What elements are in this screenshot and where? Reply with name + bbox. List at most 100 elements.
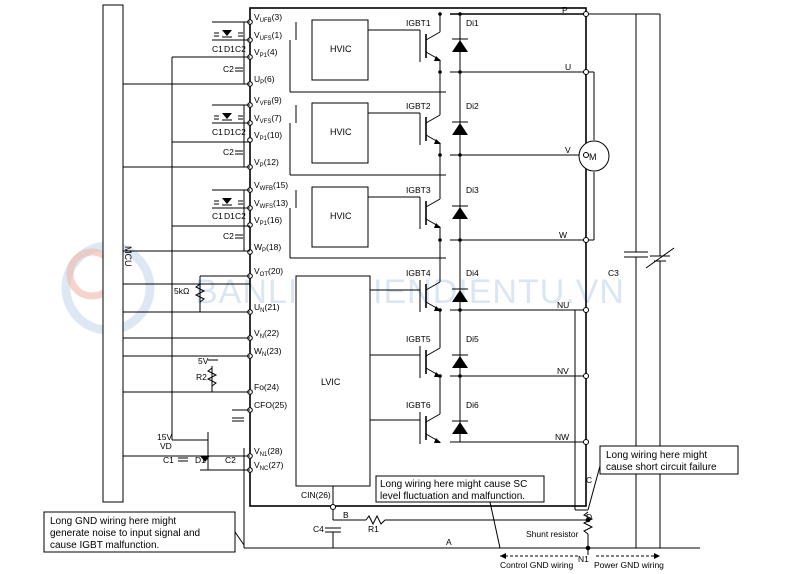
hvic-pin-labels: VUFB(3)VUFS(1)VP1(4)UP(6)VVFB(9)VVFS(7)V… — [247, 12, 288, 255]
igbt-stage-6: IGBT6 Di6 — [406, 374, 479, 444]
output-w-label: W — [559, 230, 567, 240]
pin-bs-2: VVFB(9) — [254, 95, 282, 107]
output-labels: P U V W NU NV NW — [555, 5, 571, 442]
output-nv-label: NV — [557, 366, 569, 376]
vot-fo-components: 5kΩ 5V R2 — [174, 283, 244, 422]
pin-terminal — [247, 222, 253, 228]
supply-5v-label: 5V — [198, 356, 209, 366]
igbt-label-1: IGBT1 — [406, 18, 431, 28]
pin-terminal — [247, 249, 253, 255]
motor-symbol — [578, 140, 610, 172]
diode-label-2: Di2 — [466, 101, 479, 111]
r1-label: R1 — [368, 524, 379, 534]
power-gnd-label: Power GND wiring — [594, 560, 664, 570]
output-nw-label: NW — [555, 432, 569, 442]
bootstrap-labels: C1 D1 C2 C1 D1 C2 C1 D1 C2 C2 C2 C2 — [212, 44, 246, 241]
control-gnd-label: Control GND wiring — [500, 560, 573, 570]
output-terminal-5 — [583, 307, 589, 313]
pin-p1-2: VP1(10) — [254, 130, 282, 142]
c2-label-3: C2 — [223, 231, 234, 241]
pin-lv-6: CFO(25) — [254, 400, 287, 410]
c3-label: C3 — [608, 268, 619, 278]
note-short-circuit: Long wiring here might cause short circu… — [587, 445, 739, 511]
shunt-resistor-label: Shunt resistor — [526, 529, 579, 539]
igbt-label-3: IGBT3 — [406, 185, 431, 195]
igbt-stage-4: IGBT4 Di4 — [406, 238, 479, 312]
igbt-label-6: IGBT6 — [406, 400, 431, 410]
supply-15v-area: 15V VD C1 D1 C2 — [157, 432, 236, 465]
igbt-stage-2: IGBT2 Di2 — [406, 70, 479, 155]
c1-label: C1 — [163, 455, 174, 465]
diode-label-5: Di5 — [466, 334, 479, 344]
pin-in-1: UP(6) — [254, 74, 275, 86]
igbt-label-5: IGBT5 — [406, 334, 431, 344]
output-p-label: P — [562, 5, 568, 15]
node-n1-label: N1 — [578, 554, 589, 564]
diode-label-3: Di3 — [466, 185, 479, 195]
hvic-blocks: HVIC HVIC HVIC — [311, 19, 369, 248]
pin-in-2: VP(12) — [254, 157, 279, 169]
pin-fs-2: VVFS(7) — [254, 113, 282, 125]
c2-label-1: C2 — [223, 64, 234, 74]
output-terminal-7 — [583, 439, 589, 445]
output-nu-label: NU — [557, 300, 569, 310]
bootstrap-networks — [171, 21, 250, 471]
bottom-wiring — [243, 470, 700, 555]
bootstrap-c2-label-2: C2 — [235, 127, 246, 137]
igbt-stage-5: IGBT5 Di5 — [406, 308, 479, 378]
cin-label: CIN(26) — [301, 490, 331, 500]
output-buses — [450, 13, 675, 548]
motor-label: M — [589, 152, 597, 162]
pin-lv-1: VOT(20) — [254, 266, 283, 278]
diode-label-6: Di6 — [466, 400, 479, 410]
pin-bs-3: VWFB(15) — [254, 180, 288, 192]
note-gnd-line-1: Long GND wiring here might — [50, 516, 176, 527]
bootstrap-d1-label-1: D1 — [224, 44, 235, 54]
pin-p1-3: VP1(16) — [254, 215, 282, 227]
igbt-label-4: IGBT4 — [406, 268, 431, 278]
bootstrap-component-glyphs — [214, 30, 243, 239]
pin-lv-4: WN(23) — [254, 346, 282, 358]
mcu-label: MCU — [123, 246, 133, 267]
pin-in-3: WP(18) — [254, 242, 281, 254]
note-gnd-wiring: Long GND wiring here might generate nois… — [43, 511, 245, 553]
c4-label: C4 — [313, 524, 324, 534]
pin-lv-3: VN(22) — [254, 328, 279, 340]
node-b-label: B — [343, 510, 349, 520]
lvic-pin-labels: VOT(20) UN(21) VN(22) WN(23) Fo(24) CFO(25) VN… — [247, 266, 287, 473]
gate-drive-lines — [289, 22, 446, 421]
note-gnd-line-3: cause IGBT malfunction. — [50, 540, 159, 551]
c2-label-2: C2 — [223, 147, 234, 157]
note-short-line-1: Long wiring here might — [606, 450, 707, 461]
output-terminal-4 — [583, 237, 589, 243]
bootstrap-c2-label-1: C2 — [235, 44, 246, 54]
mcu-signal-lines — [123, 83, 250, 457]
pin-lv-5: Fo(24) — [254, 382, 279, 392]
mcu-block — [102, 4, 124, 503]
output-v-label: V — [565, 145, 571, 155]
hvic-label-3: HVIC — [330, 211, 352, 221]
note-sc-line-2: level fluctuation and malfunction. — [380, 491, 525, 502]
diode-label-4: Di4 — [466, 268, 479, 278]
node-d-label: D — [586, 512, 592, 522]
output-terminal-1 — [583, 11, 589, 17]
pin-lv-2: UN(21) — [254, 302, 280, 314]
igbt-stage-3: IGBT3 Di3 — [406, 153, 479, 240]
bootstrap-c1-label-3: C1 — [212, 211, 223, 221]
pin-lv-7: VN1(28) — [254, 446, 283, 458]
output-terminal-6 — [583, 373, 589, 379]
lvic-block — [295, 275, 371, 487]
vd-label: VD — [160, 441, 172, 451]
vnc-c2-label: C2 — [225, 455, 236, 465]
pin-fs-1: VUFS(1) — [254, 30, 282, 42]
output-terminal-2 — [583, 69, 589, 75]
note-sc-line-1: Long wiring here might cause SC — [380, 479, 527, 490]
bootstrap-d1-label-2: D1 — [224, 127, 235, 137]
pin-fs-3: VWFS(13) — [254, 198, 288, 210]
output-terminal-3 — [583, 152, 589, 158]
pin-bs-1: VUFB(3) — [254, 12, 282, 24]
igbt-label-2: IGBT2 — [406, 101, 431, 111]
